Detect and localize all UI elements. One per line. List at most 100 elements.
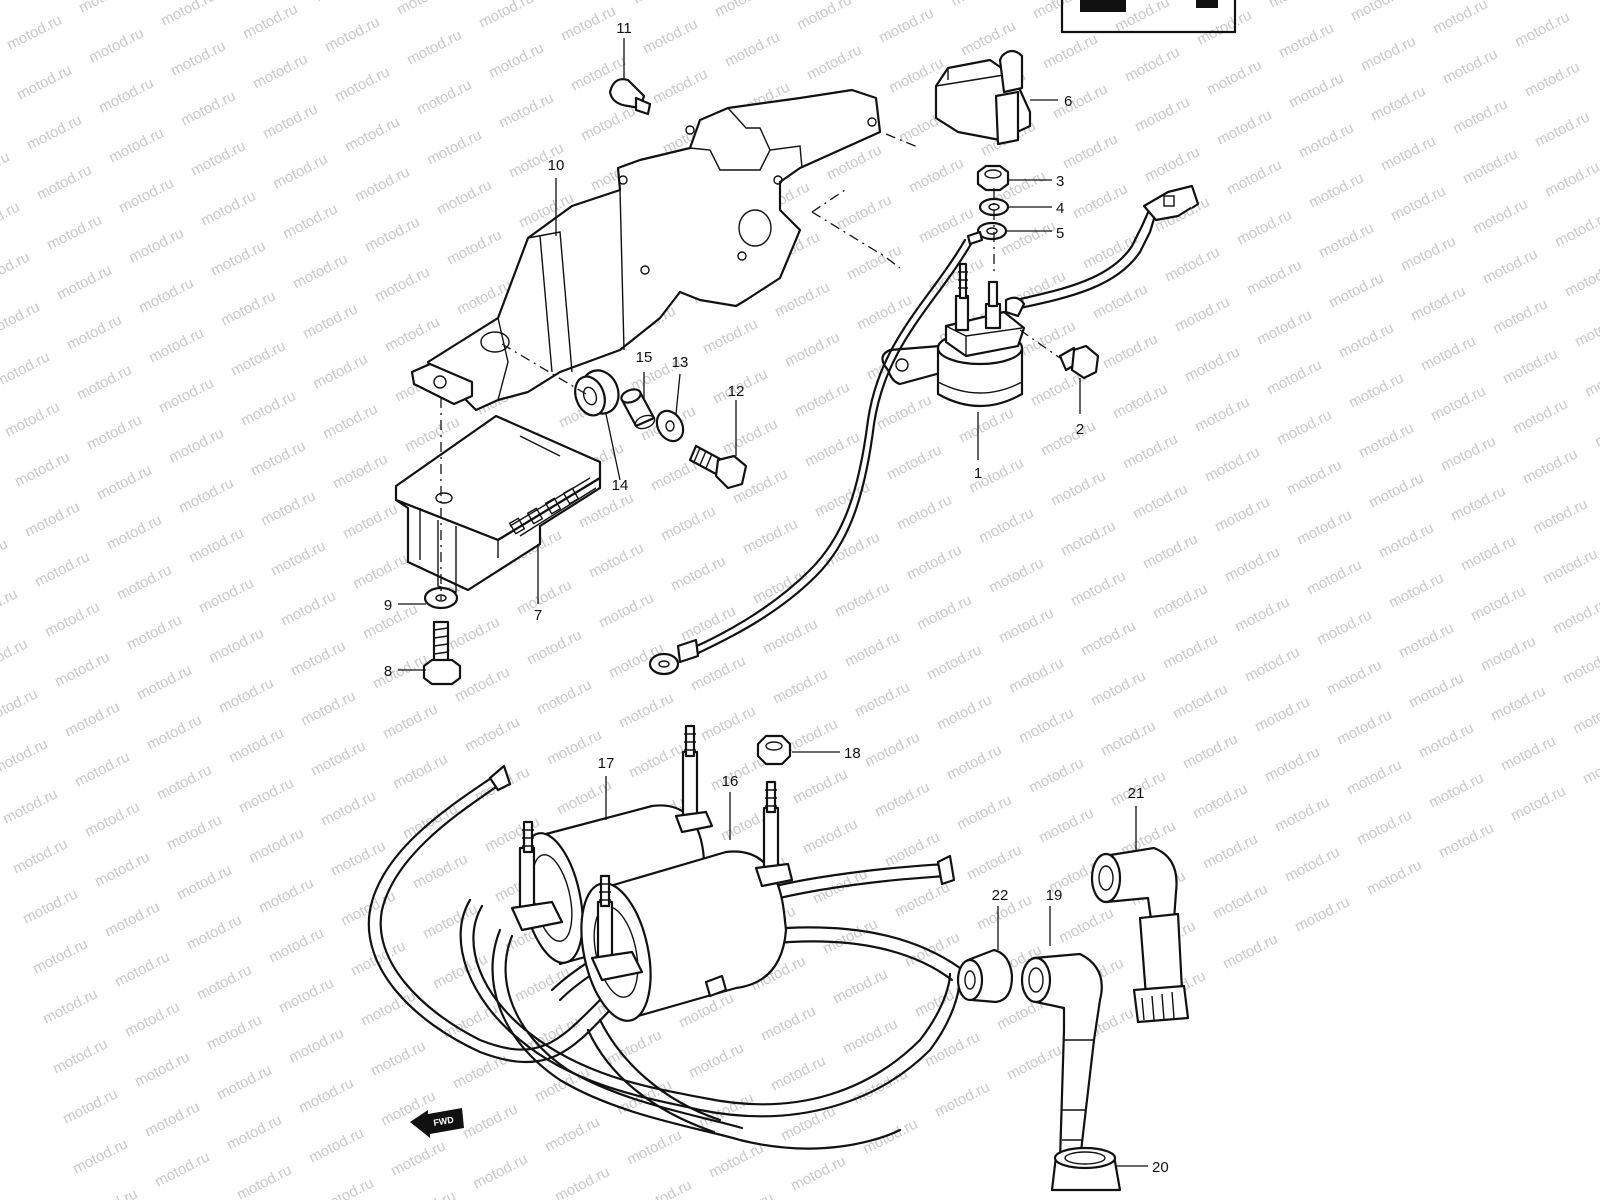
watermark-text: motod.ru: [246, 825, 306, 867]
watermark-text: motod.ru: [32, 549, 92, 591]
watermark-text: motod.ru: [552, 1164, 612, 1200]
watermark-text: motod.ru: [586, 540, 646, 582]
watermark-text: motod.ru: [268, 538, 328, 580]
watermark-text: motod.ru: [486, 40, 546, 82]
watermark-text: motod.ru: [276, 975, 336, 1017]
watermark-text: motod.ru: [152, 1149, 212, 1191]
watermark-text: motod.ru: [914, 592, 974, 634]
watermark-text: motod.ru: [1468, 583, 1528, 625]
watermark-text: motod.ru: [1582, 359, 1600, 401]
watermark-text: motod.ru: [184, 912, 244, 954]
watermark-text: motod.ru: [318, 788, 378, 830]
watermark-text: motod.ru: [270, 151, 330, 193]
watermark-text: motod.ru: [840, 1016, 900, 1058]
watermark-text: motod.ru: [874, 392, 934, 434]
cover-part: [934, 49, 1032, 146]
watermark-text: motod.ru: [70, 1136, 130, 1178]
cable-connector-part: [1014, 184, 1200, 310]
watermark-text: motod.ru: [1520, 446, 1580, 488]
watermark-text: motod.ru: [460, 1101, 520, 1143]
watermark-text: motod.ru: [420, 901, 480, 943]
watermark-text: motod.ru: [280, 201, 340, 243]
watermark-text: motod.ru: [278, 588, 338, 630]
watermark-text: motod.ru: [1470, 196, 1530, 238]
watermark-text: motod.ru: [578, 103, 638, 145]
watermark-text: motod.ru: [1490, 296, 1550, 338]
watermark-text: motod.ru: [74, 362, 134, 404]
callout-22: 22: [992, 887, 1009, 904]
watermark-text: motod.ru: [112, 949, 172, 991]
watermark-text: motod.ru: [116, 175, 176, 217]
watermark-text: motod.ru: [0, 249, 33, 291]
watermark-text: motod.ru: [1552, 209, 1600, 251]
watermark-text: motod.ru: [12, 449, 72, 491]
watermark-text: motod.ru: [1036, 805, 1096, 847]
watermark-text: motod.ru: [388, 1138, 448, 1180]
watermark-text: motod.ru: [1110, 381, 1170, 423]
watermark-text: motod.ru: [452, 664, 512, 706]
watermark-text: motod.ru: [772, 279, 832, 321]
watermark-text: motod.ru: [1150, 581, 1210, 623]
watermark-text: motod.ru: [1460, 146, 1520, 188]
watermark-text: motod.ru: [496, 90, 556, 132]
watermark-text: motod.ru: [14, 62, 74, 104]
callout-6: 6: [1064, 93, 1072, 110]
watermark-text: motod.ru: [288, 638, 348, 680]
watermark-text: motod.ru: [226, 725, 286, 767]
watermark-text: motod.ru: [1296, 120, 1356, 162]
watermark-text: motod.ru: [1324, 657, 1384, 699]
watermark-text: motod.ru: [76, 0, 136, 17]
watermark-text: motod.ru: [1040, 31, 1100, 73]
callout-1: 1: [974, 465, 982, 482]
watermark-text: motod.ru: [1170, 681, 1230, 723]
watermark-text: motod.ru: [136, 275, 196, 317]
watermark-text: motod.ru: [1222, 544, 1282, 586]
watermark-text: motod.ru: [1242, 644, 1302, 686]
grommet-part: [574, 369, 620, 417]
watermark-text: motod.ru: [1550, 596, 1600, 638]
watermark-text: motod.ru: [1512, 9, 1572, 51]
watermark-text: motod.ru: [558, 3, 618, 45]
watermark-text: motod.ru: [310, 351, 370, 393]
callout-8: 8: [384, 663, 392, 680]
watermark-text: motod.ru: [1406, 670, 1466, 712]
watermark-text: motod.ru: [332, 64, 392, 106]
watermark-text: motod.ru: [514, 577, 574, 619]
watermark-text: motod.ru: [1416, 720, 1476, 762]
watermark-text: motod.ru: [1214, 107, 1274, 149]
watermark-text: motod.ru: [266, 925, 326, 967]
watermark-text: motod.ru: [1266, 0, 1326, 12]
watermark-text: motod.ru: [0, 636, 31, 678]
watermark-text: motod.ru: [72, 749, 132, 791]
watermark-text: motod.ru: [1366, 470, 1426, 512]
solenoid-bolt-part: [1058, 344, 1100, 380]
watermark-text: motod.ru: [358, 988, 418, 1030]
watermark-text: motod.ru: [450, 1051, 510, 1093]
watermark-text: motod.ru: [126, 225, 186, 267]
watermark-text: motod.ru: [830, 966, 890, 1008]
watermark-text: motod.ru: [176, 475, 236, 517]
watermark-text: motod.ru: [84, 412, 144, 454]
callout-2: 2: [1076, 421, 1084, 438]
watermark-text: motod.ru: [64, 312, 124, 354]
watermark-text: motod.ru: [792, 379, 852, 421]
watermark-text: motod.ru: [802, 429, 862, 471]
watermark-text: motod.ru: [604, 1027, 664, 1069]
watermark-text: motod.ru: [286, 1025, 346, 1067]
watermark-text: motod.ru: [20, 886, 80, 928]
watermark-text: motod.ru: [236, 775, 296, 817]
watermark-text: motod.ru: [1560, 646, 1600, 688]
watermark-text: motod.ru: [0, 99, 3, 141]
watermark-text: motod.ru: [382, 314, 442, 356]
watermark-text: motod.ru: [1078, 618, 1138, 660]
watermark-text: motod.ru: [834, 192, 894, 234]
page-index-box: [1060, 0, 1237, 34]
watermark-text: motod.ru: [768, 1053, 828, 1095]
watermark-text: motod.ru: [216, 675, 276, 717]
watermark-text: motod.ru: [34, 162, 94, 204]
watermark-text: motod.ru: [740, 516, 800, 558]
callout-16: 16: [722, 773, 739, 790]
watermark-text: motod.ru: [1580, 746, 1600, 788]
watermark-text: motod.ru: [544, 727, 604, 769]
